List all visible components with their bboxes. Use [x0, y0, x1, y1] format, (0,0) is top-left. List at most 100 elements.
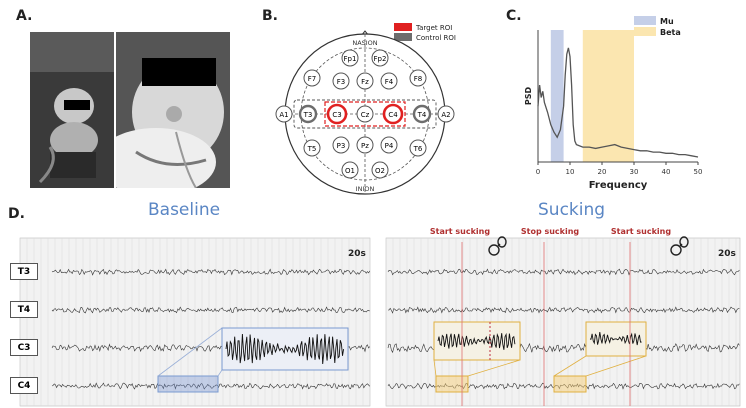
legend-control-label: Control ROI: [416, 34, 456, 42]
psd-xlabel: Frequency: [589, 180, 648, 191]
legend-target-swatch: [394, 23, 412, 31]
electrode-a1-label: A1: [279, 111, 288, 119]
svg-text:F3: F3: [337, 78, 345, 86]
electrode-f4: F4: [380, 72, 398, 90]
electrode-headcap-diagram: Target ROI Control ROI NASION INION A1 A…: [275, 23, 456, 195]
sucking-c4-highlight-1: [435, 375, 469, 393]
panel-c-label: C.: [506, 8, 522, 24]
baseline-trace-t4: [51, 306, 370, 314]
svg-text:Cz: Cz: [361, 111, 370, 119]
psd-x-tick-label: 30: [630, 168, 639, 176]
event-label-start-1: Start sucking: [430, 228, 490, 236]
electrode-a2: [437, 105, 455, 123]
psd-x-tick-label: 20: [598, 168, 607, 176]
svg-text:Fz: Fz: [361, 78, 369, 86]
psd-x-tick-label: 40: [662, 168, 671, 176]
electrode-f7: F7: [303, 69, 321, 87]
channel-label-c3: C3: [10, 339, 38, 356]
legend-control-swatch: [394, 33, 412, 41]
channel-label-t3: T3: [10, 263, 38, 280]
psd-chart: Mu Beta 0 10 20 30 40 50 PSD Frequency: [524, 16, 703, 191]
legend-target-label: Target ROI: [415, 24, 452, 32]
sucking-title: Sucking: [538, 200, 606, 220]
electrode-t5: T5: [303, 139, 321, 157]
svg-text:F7: F7: [308, 75, 316, 83]
svg-text:O2: O2: [375, 167, 385, 175]
sucking-zoom-connectors: [433, 355, 647, 377]
sucking-c4-highlight-2: [553, 375, 587, 393]
psd-band-mu: [550, 30, 564, 162]
legend-mu-swatch: [634, 16, 656, 25]
electrode-c4: C4: [382, 103, 404, 125]
electrode-fp2: Fp2: [371, 49, 389, 67]
legend-mu-label: Mu: [660, 17, 674, 26]
channel-label-c4: C4: [10, 377, 38, 394]
psd-line: [537, 47, 699, 158]
panel-a-label: A.: [16, 8, 33, 24]
baseline-title: Baseline: [148, 200, 221, 220]
svg-text:F4: F4: [385, 78, 394, 86]
panel-d-label: D.: [8, 206, 25, 222]
electrode-p3: P3: [332, 136, 350, 154]
nasion-label: NASION: [352, 39, 377, 47]
svg-text:C4: C4: [388, 111, 398, 119]
psd-ylabel: PSD: [524, 87, 533, 106]
event-label-start-2: Start sucking: [611, 228, 671, 236]
svg-text:P4: P4: [385, 142, 394, 150]
infant-photo-left: [30, 32, 114, 188]
electrode-cz: Cz: [356, 105, 374, 123]
event-label-stop: Stop sucking: [521, 228, 580, 236]
svg-text:T3: T3: [303, 111, 313, 119]
svg-text:P3: P3: [337, 142, 346, 150]
sucking-zoom-inset-1: [433, 321, 521, 361]
svg-text:C3: C3: [332, 111, 341, 119]
svg-text:T4: T4: [417, 111, 427, 119]
inion-label: INION: [356, 185, 375, 193]
electrode-t6: T6: [409, 139, 427, 157]
psd-x-tick-label: 0: [536, 168, 540, 176]
baseline-zoom-connector: [157, 327, 223, 377]
electrode-t4: T4: [412, 104, 432, 124]
electrode-a2-label: A2: [441, 111, 450, 119]
psd-band-beta: [582, 30, 634, 162]
channel-label-t4: T4: [10, 301, 38, 318]
target-roi-box: [324, 101, 406, 127]
electrode-f8: F8: [409, 69, 427, 87]
pacifier-icon: [670, 236, 689, 256]
legend-beta-label: Beta: [660, 28, 681, 37]
electrode-t3: T3: [298, 104, 318, 124]
eeg-traces: 20s 20s Start sucking Stop sucking Start…: [19, 228, 741, 407]
sucking-zoom-trace-1: [437, 332, 516, 350]
electrode-o1: O1: [341, 161, 359, 179]
svg-text:Pz: Pz: [361, 142, 369, 150]
electrode-fp1: Fp1: [341, 49, 359, 67]
baseline-trace-t3: [51, 268, 371, 276]
psd-x-tick-label: 50: [694, 168, 703, 176]
electrode-o2: O2: [371, 161, 389, 179]
baseline-c4-highlight: [157, 375, 219, 393]
baseline-zoom-trace: [225, 333, 345, 365]
electrode-fz: Fz: [356, 72, 374, 90]
sucking-trace-t4: [387, 306, 740, 314]
svg-text:Fp1: Fp1: [344, 55, 357, 63]
electrode-c3: C3: [326, 103, 348, 125]
electrode-p4: P4: [380, 136, 398, 154]
sucking-duration: 20s: [718, 249, 736, 259]
legend-beta-swatch: [634, 27, 656, 36]
baseline-duration: 20s: [348, 249, 366, 259]
electrode-f3: F3: [332, 72, 350, 90]
svg-text:T5: T5: [307, 145, 317, 153]
baseline-trace-c4: [51, 382, 371, 390]
pacifier-icon: [488, 236, 507, 256]
sucking-zoom-trace-2: [589, 332, 642, 346]
svg-text:O1: O1: [345, 167, 355, 175]
svg-text:F8: F8: [414, 75, 422, 83]
infant-photo-right: [116, 32, 230, 188]
panel-b-label: B.: [262, 8, 278, 24]
electrode-a1: [275, 105, 293, 123]
svg-text:T6: T6: [413, 145, 423, 153]
svg-text:Fp2: Fp2: [374, 55, 387, 63]
electrode-pz: Pz: [356, 136, 374, 154]
psd-x-tick-label: 10: [566, 168, 575, 176]
c-row-roi-box: [293, 99, 437, 129]
